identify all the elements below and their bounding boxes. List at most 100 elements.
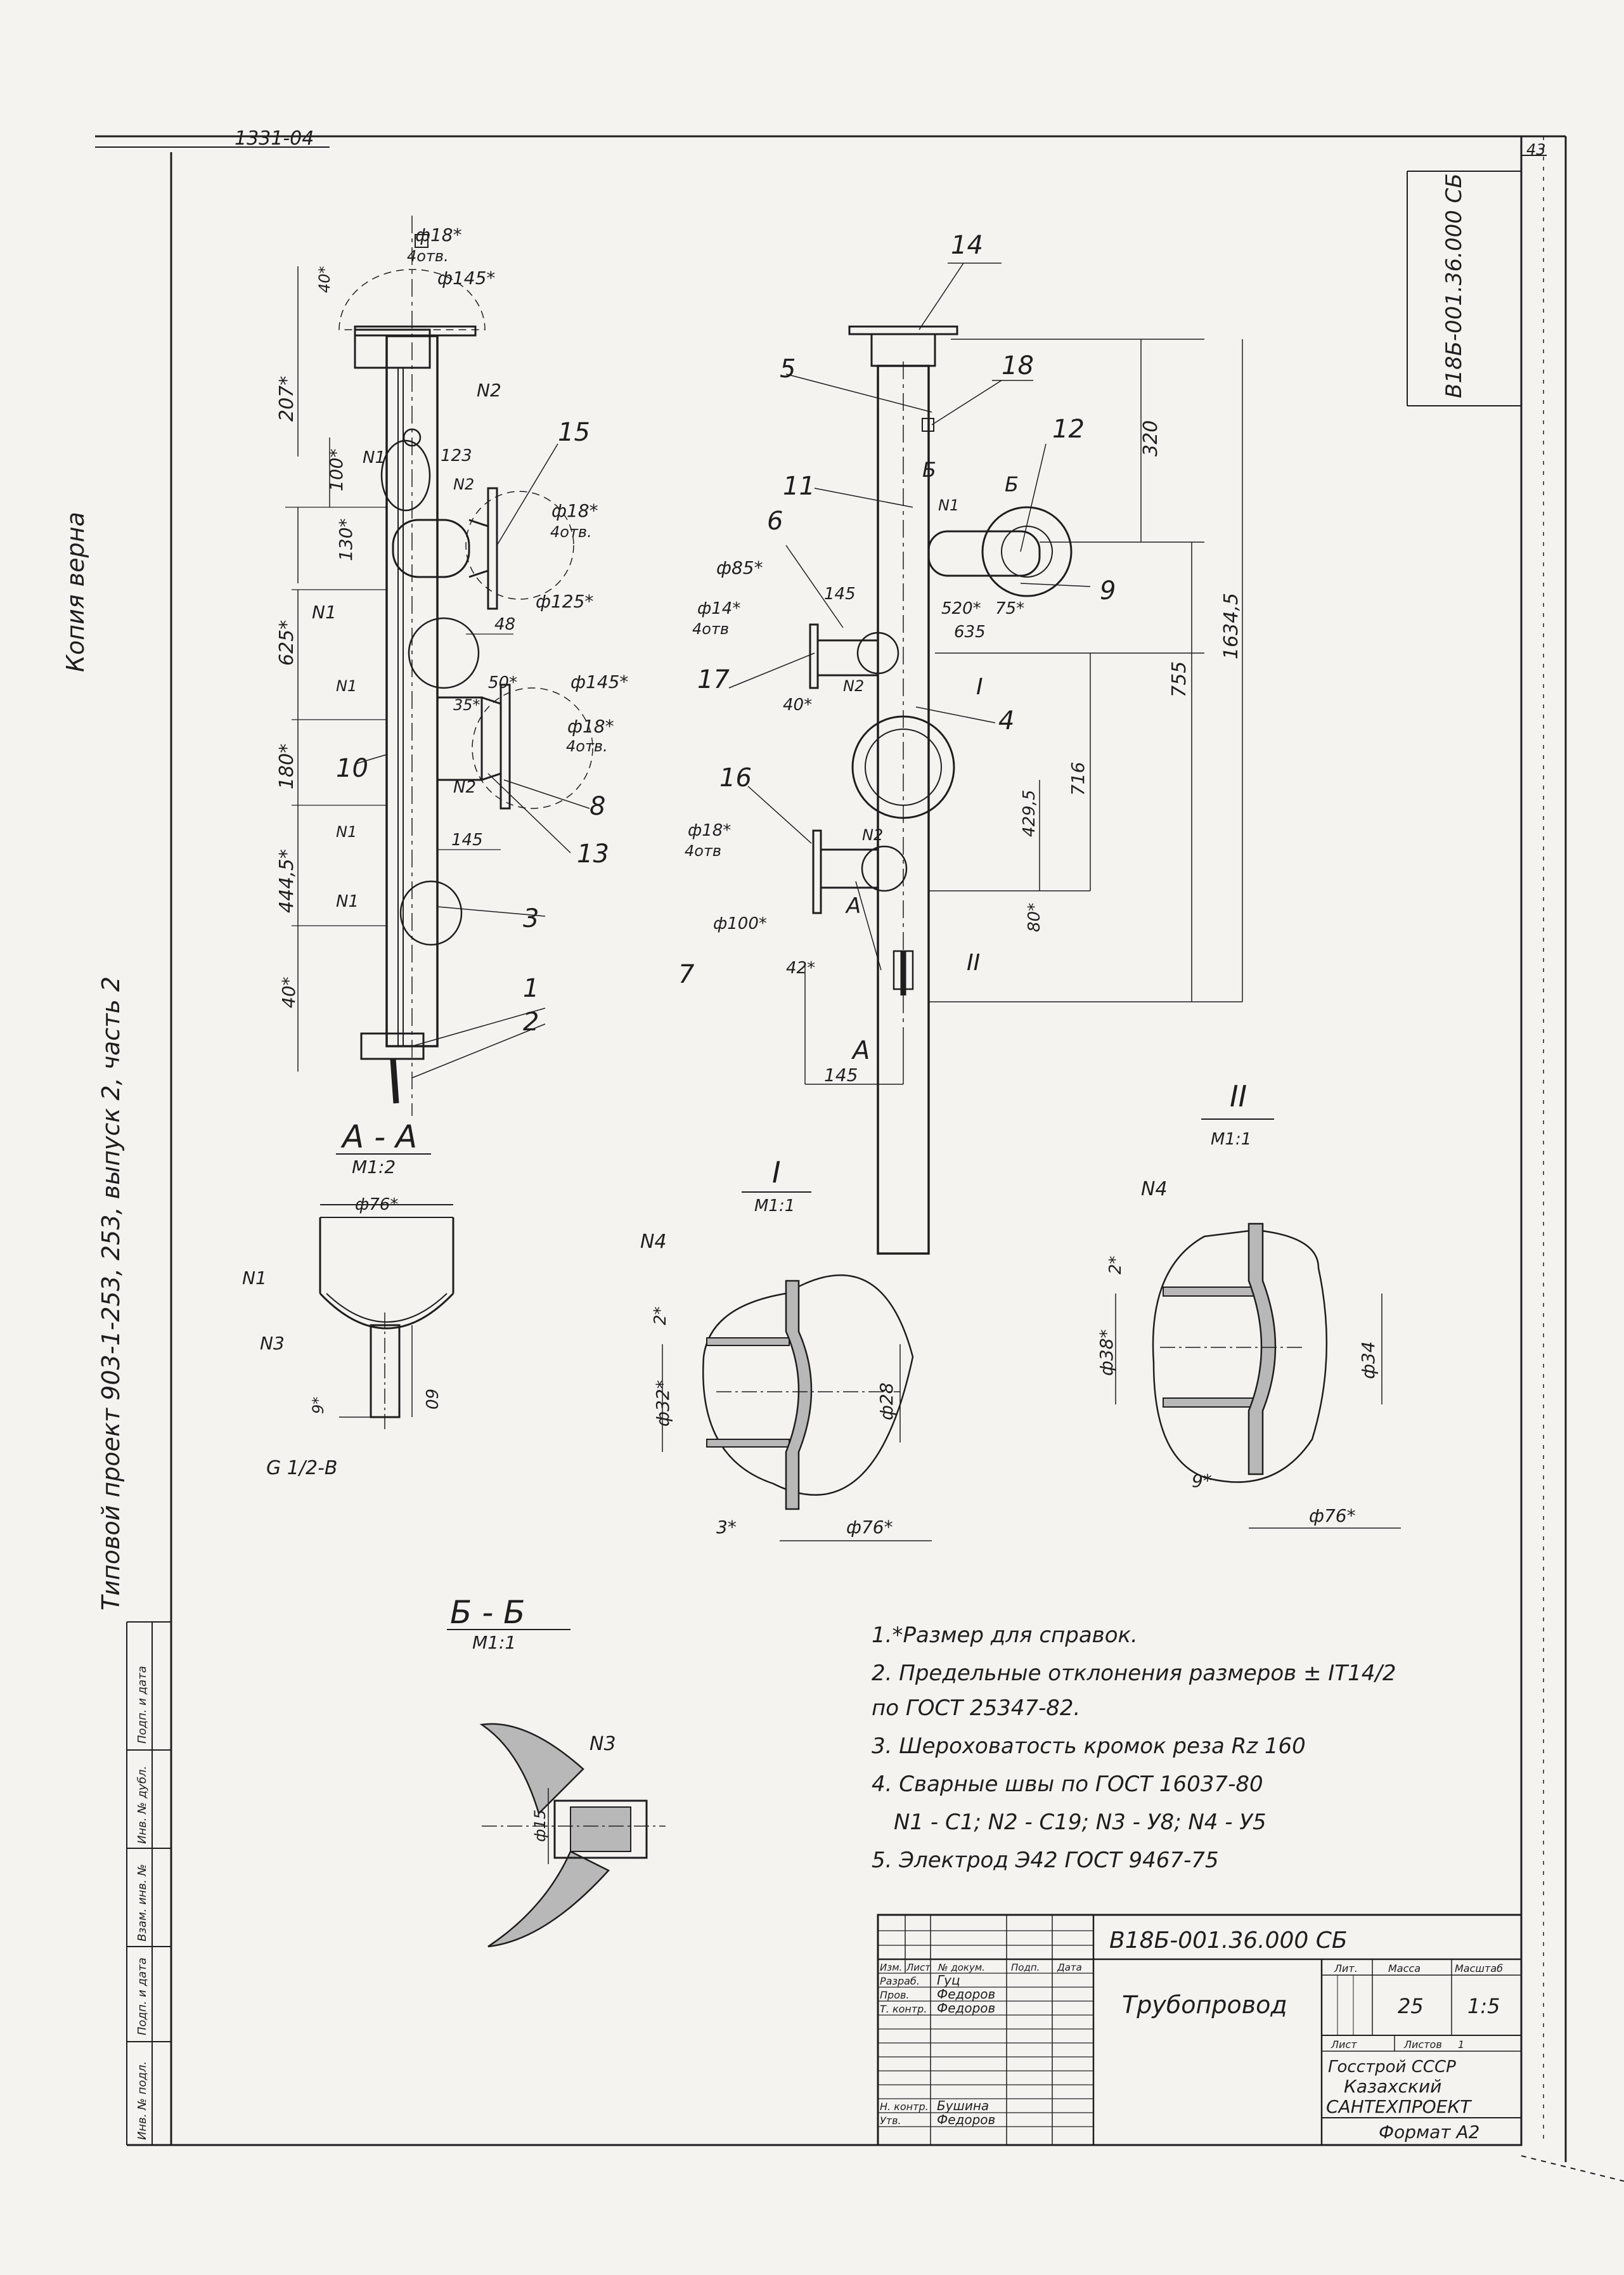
- left-branch-lower: [436, 684, 593, 810]
- tb-sheets-count: 1: [1458, 2038, 1464, 2051]
- tb-doc-code: В18Б-001.36.000 СБ: [1109, 1928, 1348, 1954]
- note-5: 5. Электрод Э42 ГОСТ 9467-75: [872, 1848, 1219, 1873]
- callout-8: 8: [590, 792, 605, 821]
- bb-d15: ф15: [531, 1810, 549, 1842]
- section-aa: [319, 1204, 454, 1433]
- dim-d145-top: ф145*: [437, 268, 495, 288]
- aa-title: А - А: [340, 1118, 417, 1155]
- dim-d18-low: ф18*: [567, 716, 614, 737]
- note-2: 2. Предельные отклонения размеров ± IT14…: [872, 1661, 1396, 1686]
- tb-scale: 1:5: [1467, 1994, 1500, 2018]
- left-branch-upper: [392, 487, 574, 610]
- callout-5: 5: [780, 354, 796, 384]
- side-stamp: Инв. № подл. Подп. и дата Взам. инв. № И…: [136, 1666, 149, 2140]
- view-i: [662, 1274, 932, 1541]
- left-vent-hole: [403, 428, 422, 447]
- callout-7: 7: [678, 960, 695, 989]
- dim-w145: 145: [451, 831, 483, 850]
- ii-weld-n4: N4: [1141, 1178, 1168, 1200]
- dim-h16345: 1634,5: [1220, 593, 1242, 659]
- aa-weld-n1: N1: [242, 1267, 267, 1288]
- dim-w48: 48: [494, 615, 515, 634]
- left-view: [354, 328, 480, 1104]
- aa-weld-n3: N3: [260, 1333, 285, 1354]
- tb-lit-label: Лит.: [1334, 1962, 1358, 1974]
- tb-name-ncontr: Бушина: [937, 2098, 989, 2113]
- mark-ii: II: [967, 950, 980, 976]
- aa-thread: G 1/2-В: [266, 1457, 337, 1479]
- ii-scale: М1:1: [1211, 1130, 1251, 1149]
- callout-15: 15: [558, 418, 590, 447]
- dim-d18-low-right: ф18*: [688, 821, 731, 840]
- right-dimensions: 320 755 1634,5 520* 75* 635 ф85* 145 ф14…: [685, 420, 1242, 1086]
- dim-h207: 207*: [276, 376, 298, 422]
- callout-16: 16: [719, 763, 752, 793]
- aa-d76: ф76*: [355, 1195, 398, 1214]
- tb-sheet-label: Лист: [1331, 2038, 1357, 2051]
- note-3: 3. Шероховатость кромок реза Rz 160: [872, 1734, 1306, 1759]
- dim-holes-low-right: 4отв: [685, 842, 721, 860]
- dim-w42: 42*: [786, 959, 815, 978]
- dim-d14: ф14*: [697, 599, 740, 618]
- left-vent: [415, 234, 429, 248]
- dim-d18-top: ф18*: [415, 224, 462, 245]
- callout-9: 9: [1100, 576, 1116, 606]
- tb-sheets-label: Листов: [1403, 2038, 1442, 2051]
- callout-12: 12: [1052, 415, 1085, 444]
- weld-n2-top: N2: [477, 380, 501, 401]
- callout-4: 4: [998, 706, 1014, 736]
- dim-h80: 80*: [1025, 903, 1044, 932]
- aa-h60: 60: [422, 1389, 441, 1410]
- tb-mass-label: Масса: [1388, 1962, 1421, 1974]
- tb-hdr-list: Лист: [906, 1962, 931, 1973]
- title-block: [877, 1914, 1523, 2146]
- bb-weld-n3: N3: [590, 1733, 616, 1755]
- left-dimension-lines: [285, 266, 513, 1072]
- i-d32: ф32*: [652, 1380, 673, 1427]
- callout-6: 6: [767, 507, 783, 536]
- dim-d85: ф85*: [716, 557, 763, 578]
- callout-11: 11: [783, 472, 815, 501]
- callout-10: 10: [336, 754, 368, 783]
- dim-h100: 100*: [326, 449, 347, 491]
- tb-hdr-izm: Изм.: [880, 1962, 902, 1973]
- mark-a-top: А: [845, 893, 861, 919]
- callout-17: 17: [697, 665, 730, 694]
- ii-d34: ф34: [1358, 1341, 1379, 1379]
- dim-d100: ф100*: [713, 914, 767, 933]
- dim-w35: 35*: [453, 696, 480, 714]
- tb-name-tcontr: Федоров: [937, 2000, 995, 2016]
- section-marks: Б Б А А I II: [845, 458, 1019, 1065]
- sheet-number: 43: [1526, 141, 1546, 159]
- dim-holes-top: 4отв.: [407, 247, 449, 265]
- tb-role-dev: Разраб.: [880, 1975, 920, 1987]
- tb-format: Формат А2: [1379, 2122, 1479, 2142]
- weld-n2-mid: N2: [453, 778, 476, 797]
- dim-holes-low: 4отв.: [566, 737, 608, 755]
- i-h2: 2*: [651, 1306, 670, 1325]
- note-4: 4. Сварные швы по ГОСТ 16037-80: [872, 1772, 1263, 1797]
- weld-n1-bot: N1: [336, 892, 359, 911]
- callout-13: 13: [577, 839, 609, 869]
- left-top-flange-circle: [338, 269, 486, 330]
- weld-n1-upper: N1: [363, 448, 385, 467]
- stamp-replace-inv: Взам. инв. №: [136, 1864, 149, 1941]
- stamp-inv-dupl: Инв. № дубл.: [136, 1766, 149, 1844]
- weld-n2-upper: N2: [453, 476, 474, 493]
- weld-labels-main: N2 N1 N2 N1 N1 N2 N1 N1 N1 N2 N2: [312, 380, 959, 911]
- dim-w75: 75*: [995, 599, 1024, 618]
- stamp-sign-date-1: Подп. и дата: [136, 1957, 149, 2035]
- dim-w50: 50*: [488, 673, 517, 692]
- vertical-doc-code: В18Б-001.36.000 СБ: [1441, 173, 1467, 398]
- tb-hdr-sign: Подп.: [1011, 1962, 1040, 1973]
- tb-name-check: Федоров: [937, 1987, 995, 2002]
- tb-scale-label: Масштаб: [1455, 1962, 1503, 1974]
- tb-hdr-docnum: № докум.: [938, 1962, 985, 1973]
- bb-scale: М1:1: [472, 1632, 516, 1653]
- view-ii: [1115, 1222, 1401, 1529]
- dim-h320: 320: [1140, 420, 1162, 457]
- tb-col-headers: Изм. Лист № докум. Подп. Дата: [880, 1962, 1082, 1973]
- weld-n1-mid2: N1: [336, 677, 357, 695]
- dim-h625: 625*: [276, 620, 298, 666]
